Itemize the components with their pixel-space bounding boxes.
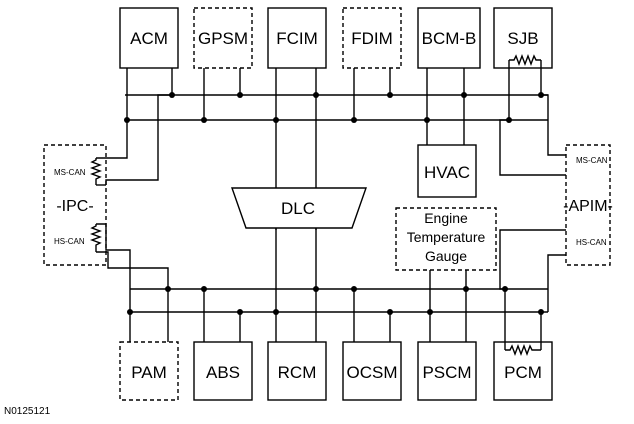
sjb-resistor: [508, 54, 542, 68]
abs-module: [193, 341, 253, 401]
apim-ms-can-label: MS-CAN: [576, 156, 608, 165]
engine-gauge-label-line1: Engine: [424, 210, 468, 226]
dlc-lower-wires: [275, 228, 317, 312]
acm-module: [119, 7, 179, 69]
fcim-module: [267, 7, 327, 69]
sjb-label: SJB: [507, 29, 538, 48]
ocsm-module: [342, 341, 402, 401]
engine-gauge-wires: [429, 270, 467, 312]
abs-label: ABS: [206, 363, 240, 382]
pscm-label: PSCM: [422, 363, 471, 382]
apim-hs-can-label: HS-CAN: [576, 238, 607, 247]
dlc-connector: [231, 187, 367, 229]
bottom-drop-wires: [129, 289, 542, 350]
figure-reference: N0125121: [4, 406, 51, 417]
bcm-b-label: BCM-B: [422, 29, 477, 48]
upper-junction-dots: [124, 92, 544, 123]
hvac-label: HVAC: [424, 163, 470, 182]
pcm-label: PCM: [504, 363, 542, 382]
ipc-wires: [96, 94, 172, 312]
rcm-module: [267, 341, 327, 401]
fdim-module: [342, 7, 402, 69]
gpsm-label: GPSM: [198, 29, 248, 48]
fcim-label: FCIM: [276, 29, 318, 48]
bcm-b-module: [417, 7, 481, 69]
lower-junction-dots: [127, 286, 544, 315]
ocsm-label: OCSM: [347, 363, 398, 382]
ipc-label: -IPC-: [56, 198, 93, 215]
pscm-module: [417, 341, 477, 401]
pam-module: [119, 341, 179, 401]
engine-gauge-label-line2: Temperature: [407, 229, 486, 245]
pcm-resistor: [505, 344, 541, 356]
fdim-label: FDIM: [351, 29, 393, 48]
pam-label: PAM: [131, 363, 167, 382]
apim-wires: [499, 94, 566, 312]
engine-temperature-gauge-module: [395, 207, 497, 271]
acm-label: ACM: [130, 29, 168, 48]
ipc-hs-can-label: HS-CAN: [54, 237, 85, 246]
apim-module: [565, 144, 611, 266]
engine-gauge-label-line3: Gauge: [425, 248, 467, 264]
ipc-ms-can-label: MS-CAN: [54, 168, 86, 177]
apim-label: -APIM-: [563, 198, 613, 215]
ipc-ms-can-resistor: [90, 158, 102, 185]
hvac-module: [417, 144, 477, 198]
pcm-module: [493, 341, 553, 401]
rcm-label: RCM: [278, 363, 317, 382]
dlc-label: DLC: [281, 199, 315, 218]
ipc-hs-can-resistor: [90, 224, 102, 252]
gpsm-module: [193, 7, 253, 69]
